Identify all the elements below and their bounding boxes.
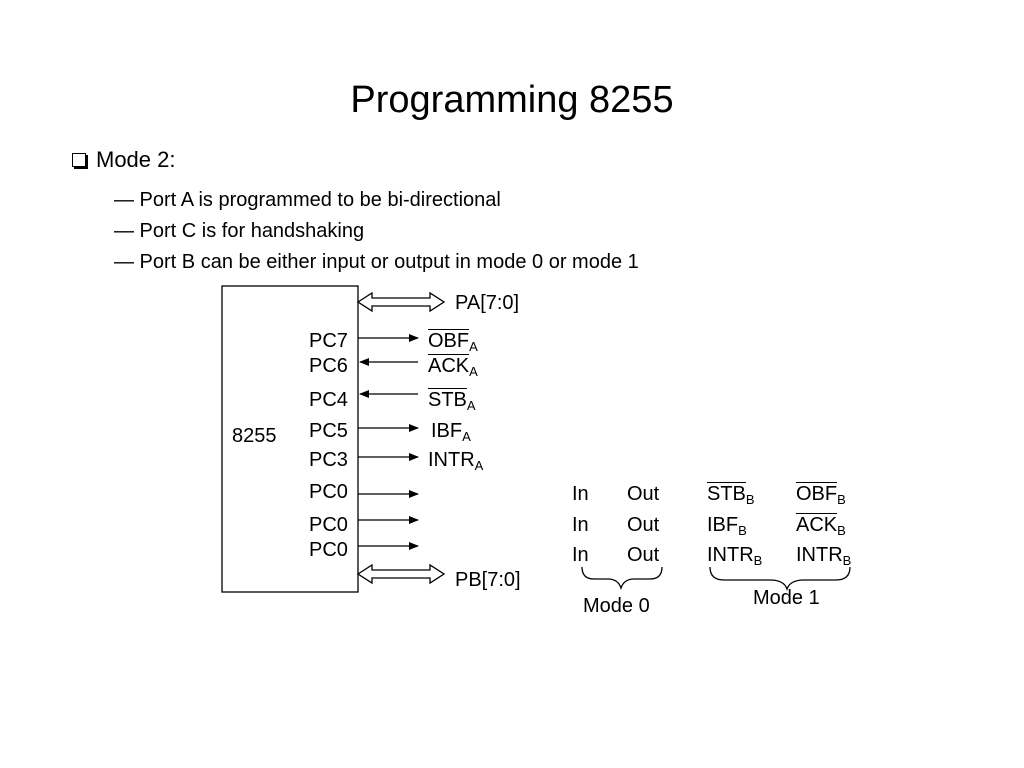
signal-ibf-a: IBFA (431, 420, 471, 444)
port-b-bidirectional-arrow (356, 563, 446, 585)
pin-label: PC5 (309, 420, 348, 442)
bullet-port-a: — Port A is programmed to be bi-directio… (114, 189, 501, 211)
mode0-label: Mode 0 (583, 595, 650, 617)
chip-box (221, 285, 359, 593)
mode0-out: Out (627, 514, 660, 536)
mode0-brace (581, 566, 663, 591)
pin-label: PC0 (309, 481, 348, 503)
signal-ack-b: ACKB (796, 514, 846, 538)
mode-heading-text: Mode 2: (96, 147, 176, 172)
pin-label: PC0 (309, 539, 348, 561)
mode0-in: In (572, 483, 589, 505)
pin-label: PC3 (309, 449, 348, 471)
chip-label: 8255 (232, 425, 277, 447)
mode1-label: Mode 1 (753, 587, 820, 609)
slide-title: Programming 8255 (350, 79, 674, 121)
pin-label: PC4 (309, 389, 348, 411)
mode0-in: In (572, 514, 589, 536)
mode0-in: In (572, 544, 589, 566)
pin-label: PC0 (309, 514, 348, 536)
port-a-label: PA[7:0] (455, 292, 520, 314)
port-a-bidirectional-arrow (356, 291, 446, 313)
signal-ack-a: ACKA (428, 355, 478, 379)
signal-obf-a: OBFA (428, 330, 478, 354)
bullet-port-c: — Port C is for handshaking (114, 220, 365, 242)
mode-heading: Mode 2: (72, 145, 176, 175)
pin-label: PC6 (309, 355, 348, 377)
signal-stb-b: STBB (707, 483, 755, 507)
signal-intr-b: INTRB (707, 544, 763, 568)
signal-stb-a: STBA (428, 389, 476, 413)
mode0-out: Out (627, 483, 660, 505)
signal-intr-b: INTRB (796, 544, 852, 568)
mode1-brace (709, 566, 851, 592)
mode0-out: Out (627, 544, 660, 566)
signal-ibf-b: IBFB (707, 514, 747, 538)
pin-label: PC7 (309, 330, 348, 352)
port-b-label: PB[7:0] (455, 569, 521, 591)
bullet-port-b: — Port B can be either input or output i… (114, 251, 639, 273)
signal-obf-b: OBFB (796, 483, 846, 507)
checkbox-bullet-icon (72, 153, 86, 167)
signal-intr-a: INTRA (428, 449, 484, 473)
